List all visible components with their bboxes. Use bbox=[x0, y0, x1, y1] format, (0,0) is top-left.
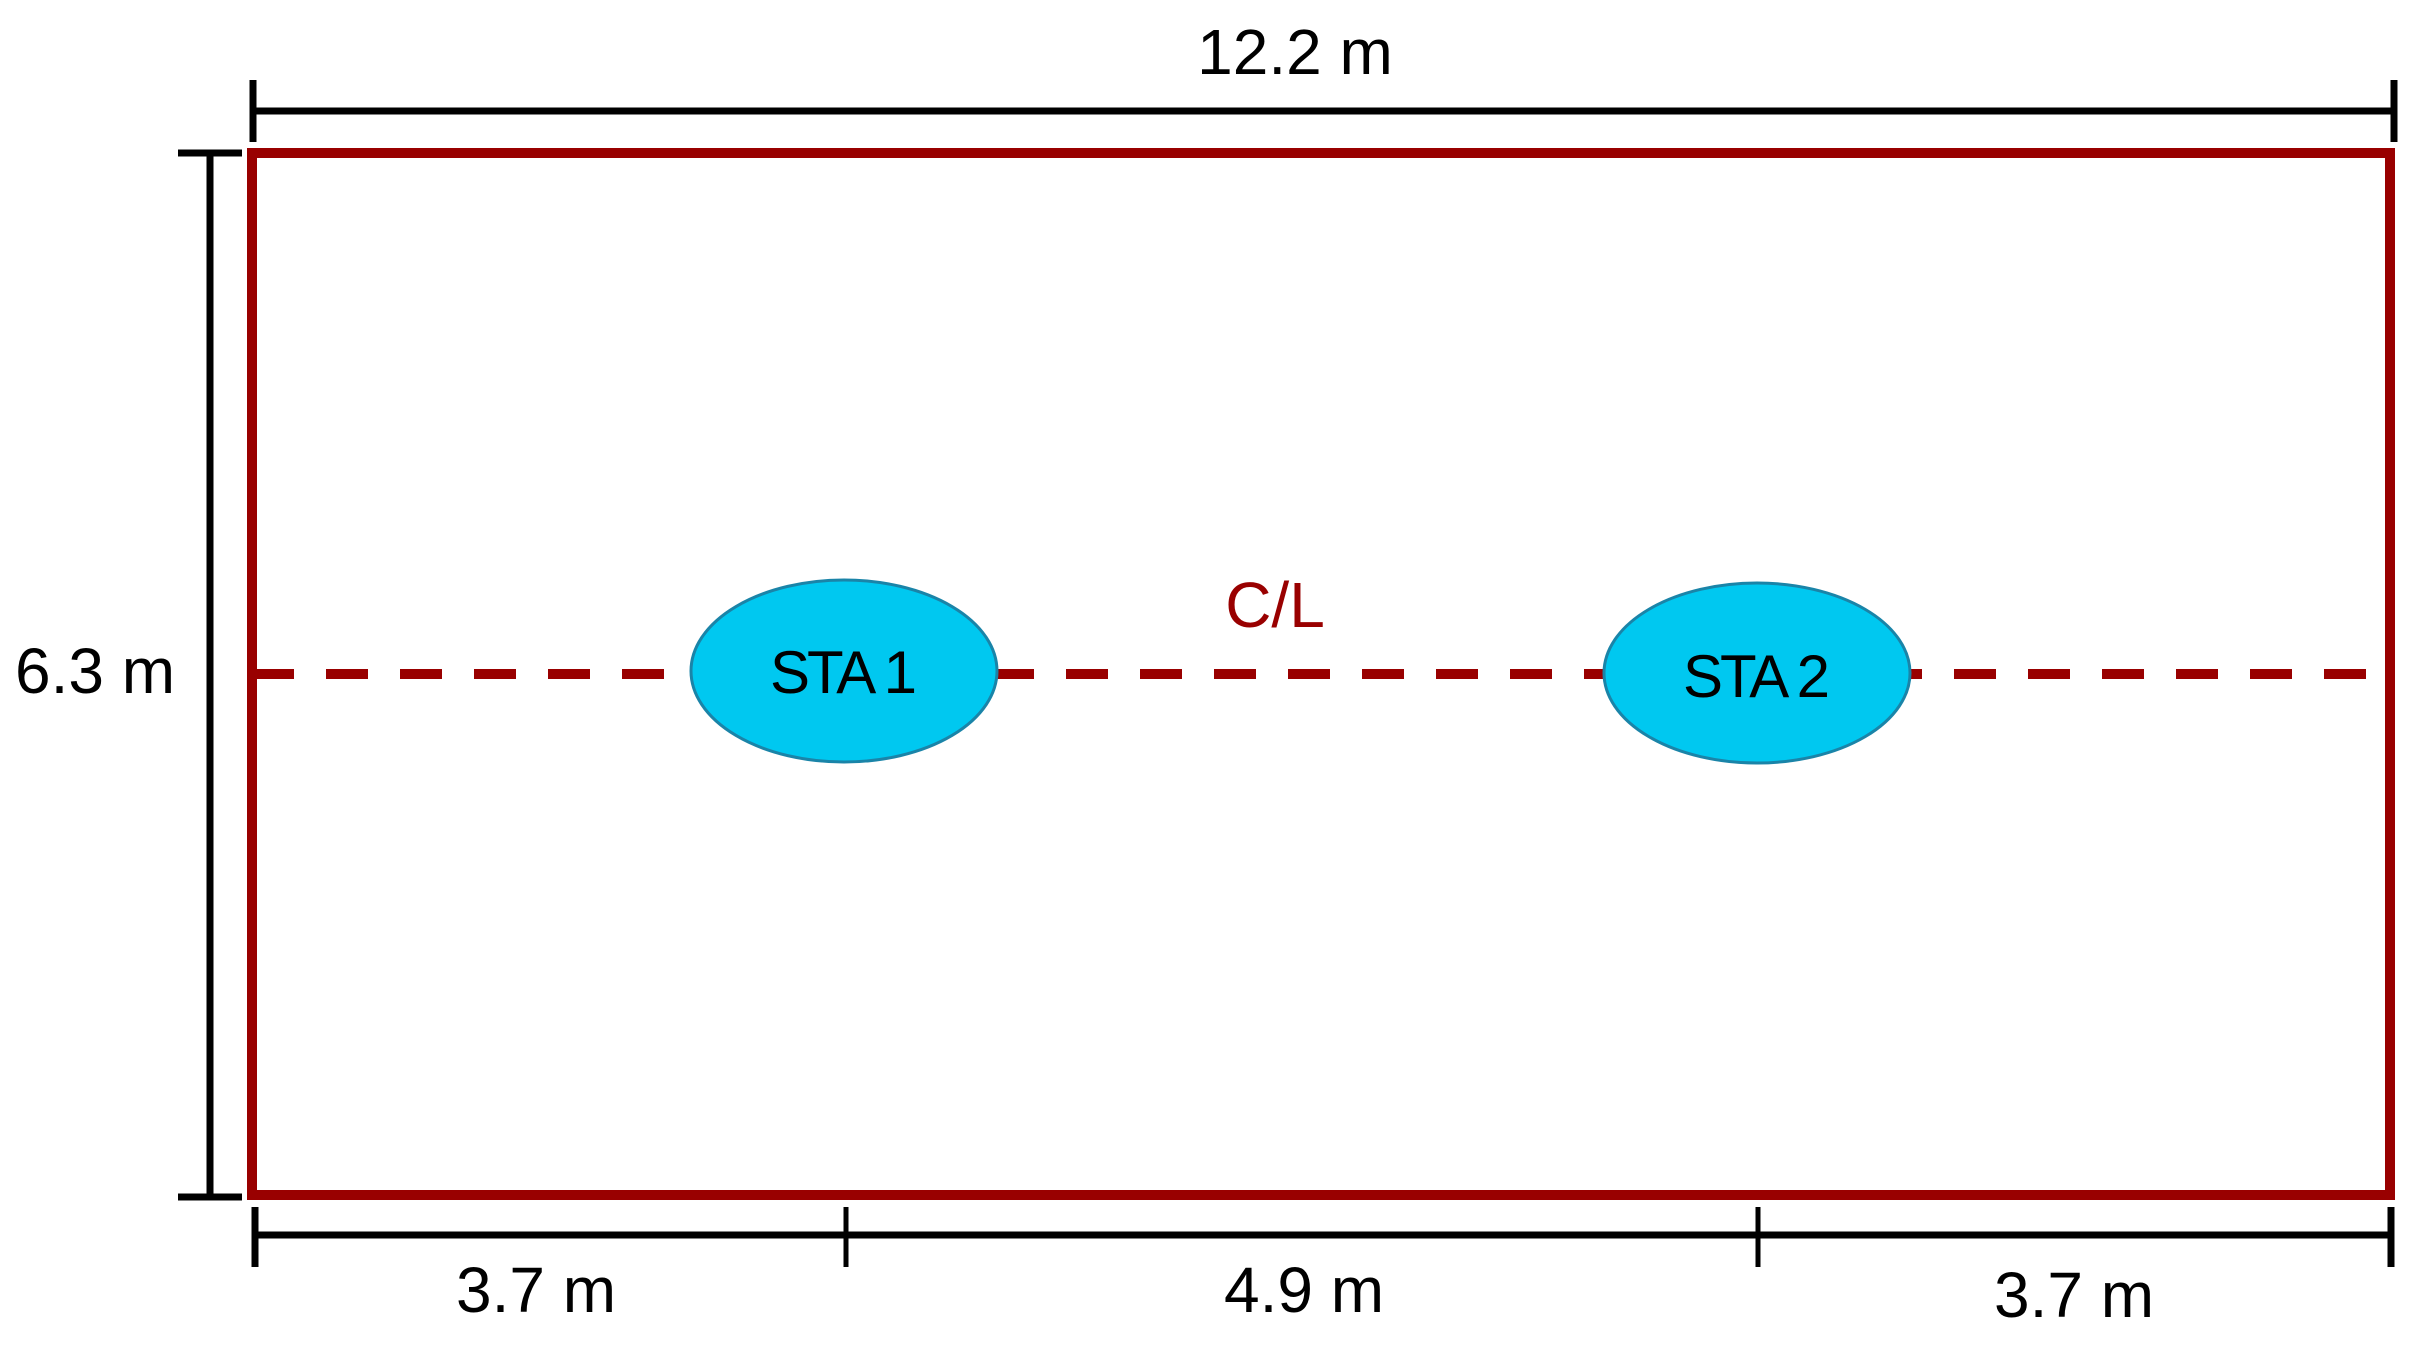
station-2-ellipse bbox=[1602, 581, 1912, 765]
bottom-dimension-label-left: 3.7 m bbox=[456, 1254, 616, 1326]
station-2-label: STA 2 bbox=[1683, 643, 1828, 710]
top-width-dimension: 12.2 m bbox=[249, 16, 2398, 142]
bottom-dimensions: 3.7 m 4.9 m 3.7 m bbox=[251, 1207, 2395, 1331]
centerline: C/L bbox=[252, 569, 2390, 679]
left-height-dimension: 6.3 m bbox=[15, 149, 242, 1201]
room-width-label: 12.2 m bbox=[1197, 16, 1393, 88]
bottom-dimension-label-middle: 4.9 m bbox=[1224, 1254, 1384, 1326]
station-1-ellipse bbox=[689, 578, 999, 764]
station-1: STA 1 bbox=[689, 578, 999, 764]
station-2: STA 2 bbox=[1602, 581, 1912, 765]
centerline-label: C/L bbox=[1225, 569, 1325, 641]
bottom-dimension-label-right: 3.7 m bbox=[1994, 1259, 2154, 1331]
room-height-label: 6.3 m bbox=[15, 635, 175, 707]
station-1-label: STA 1 bbox=[770, 639, 915, 706]
